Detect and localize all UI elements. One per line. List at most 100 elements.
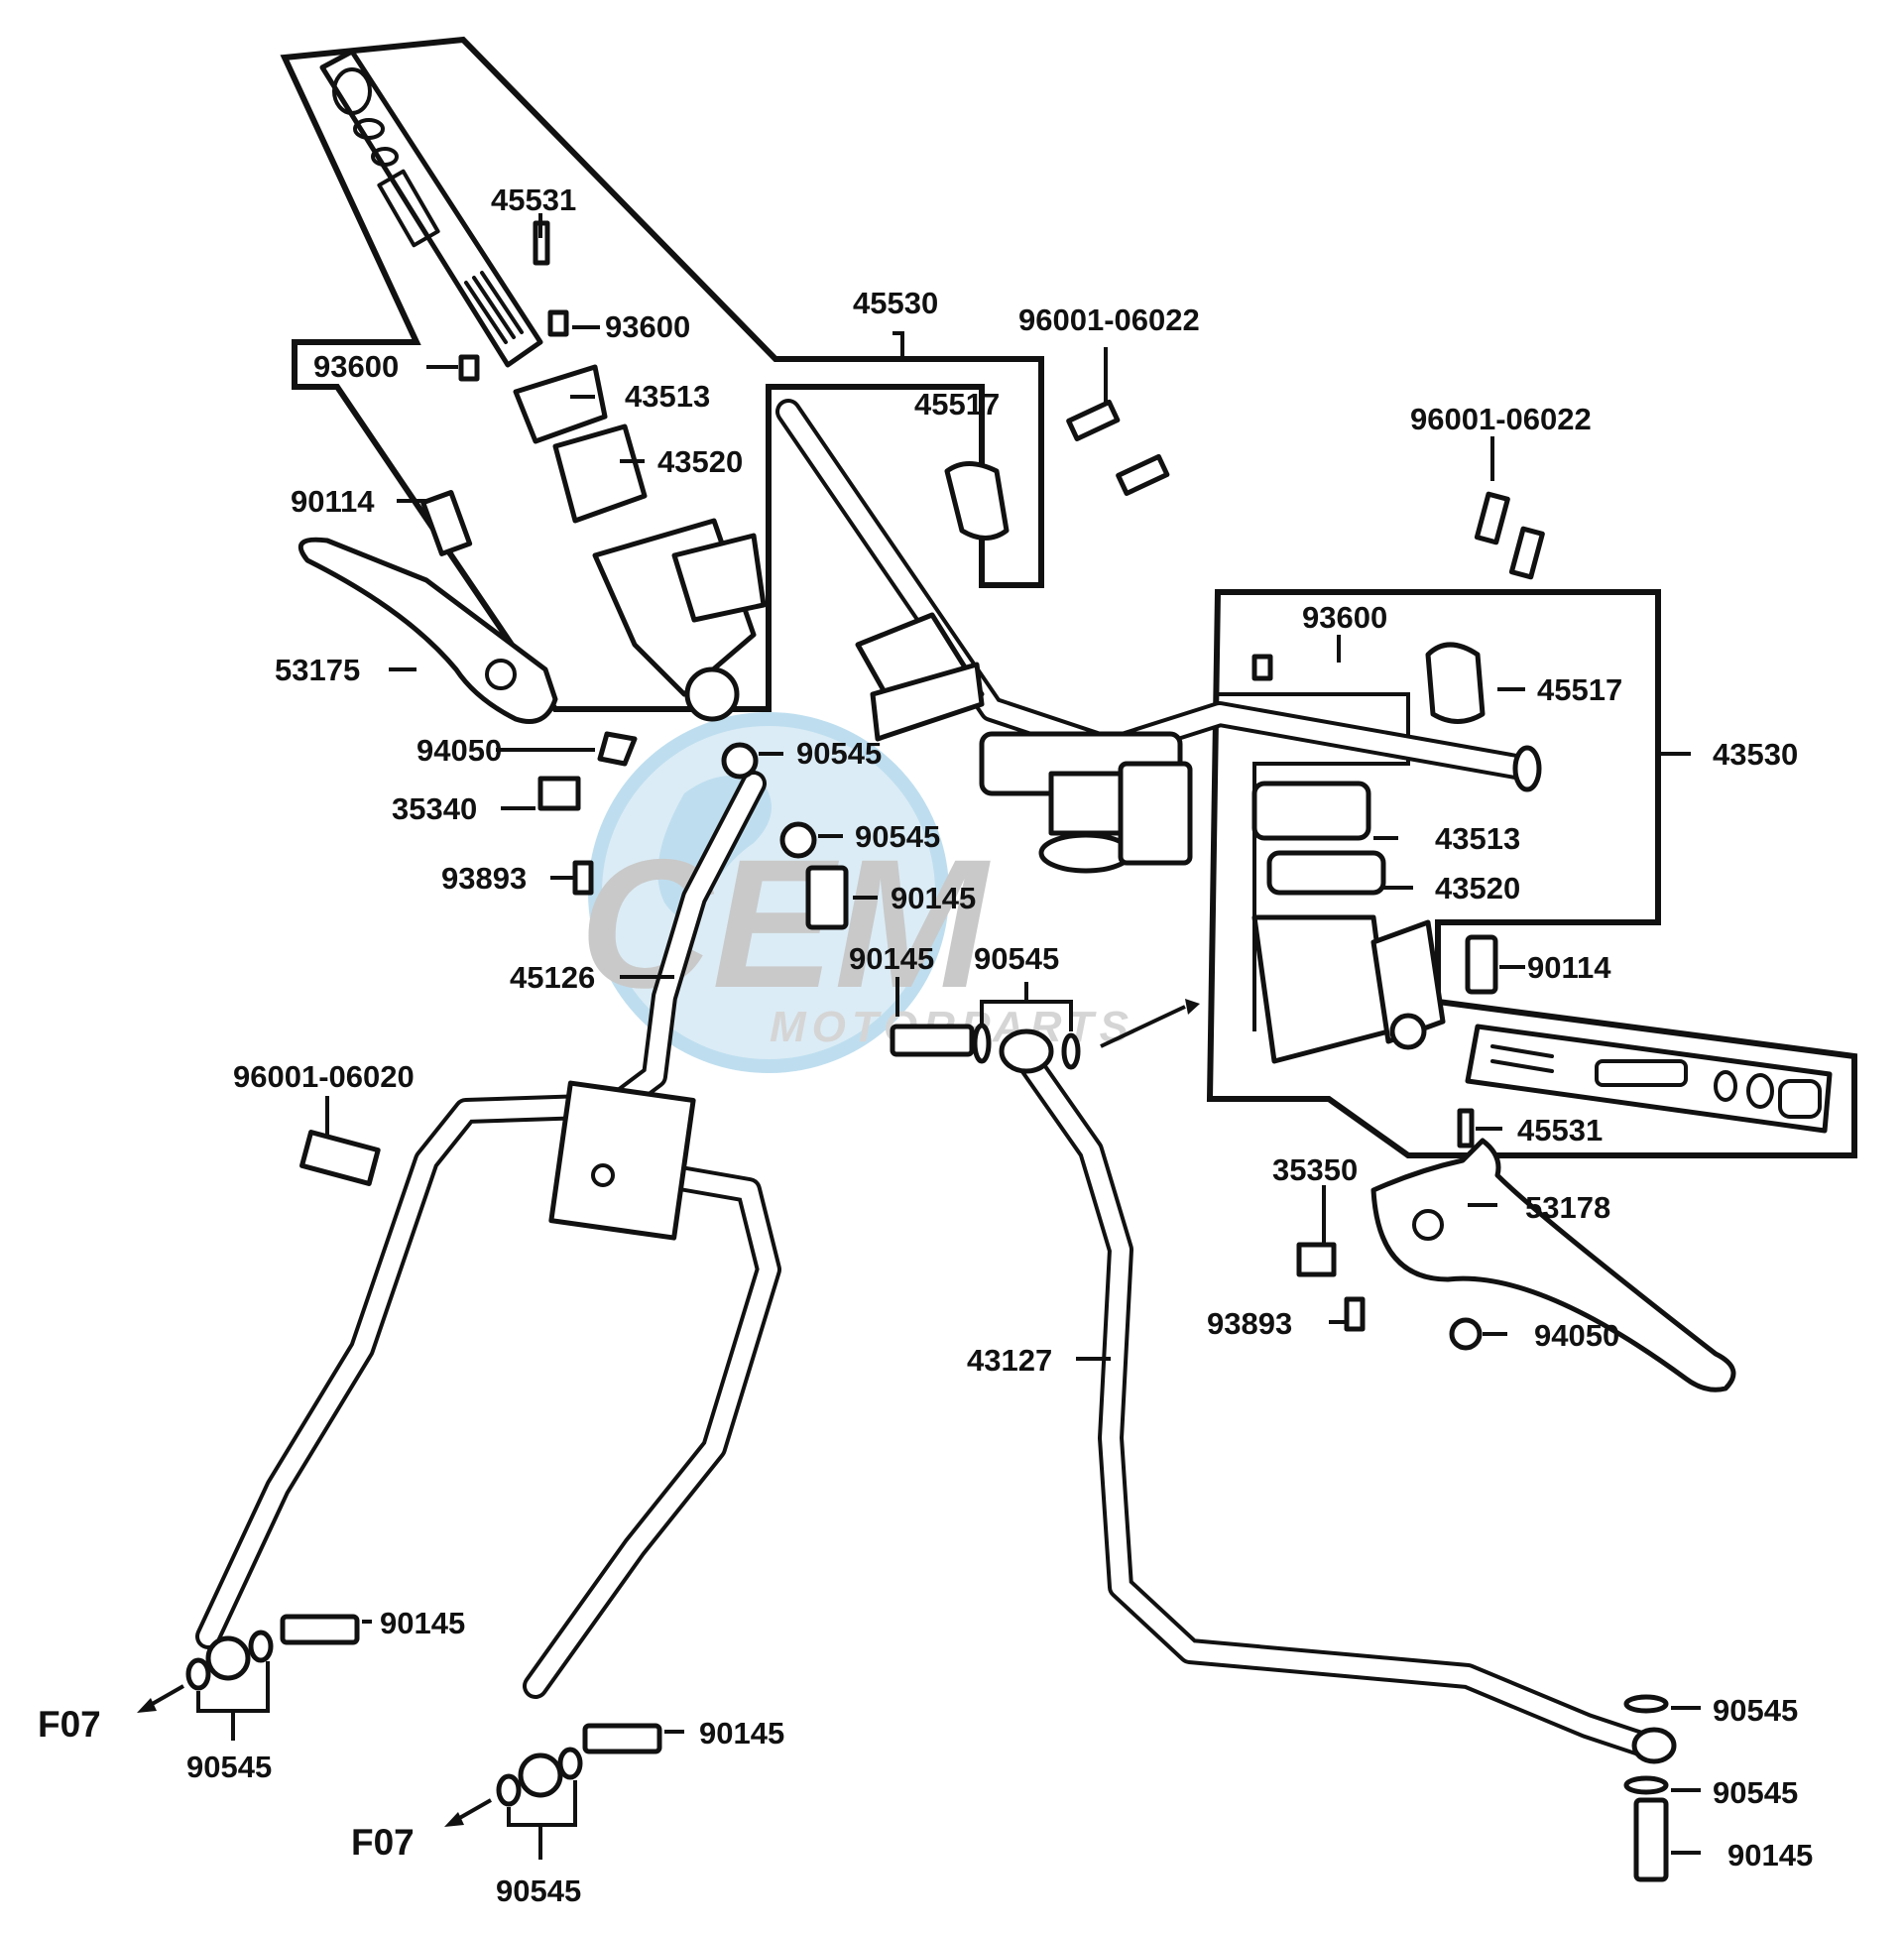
part-labels: 45531 93600 93600 45530 96001-06022 4351… — [38, 182, 1813, 1908]
banjo-left-1 — [205, 1635, 251, 1681]
handlebar — [775, 399, 1542, 874]
master-cylinder-right — [1251, 642, 1736, 1392]
label-90545-a: 90545 — [796, 736, 882, 771]
label-90545-f: 90545 — [496, 1873, 581, 1908]
nut-94050-left — [597, 731, 638, 767]
label-43127: 43127 — [967, 1343, 1052, 1378]
piston-kit-box-left — [319, 49, 543, 368]
leader-lines — [137, 213, 1701, 1860]
washer-90545-d1 — [185, 1657, 211, 1691]
label-45531-right: 45531 — [1517, 1113, 1603, 1148]
label-53175: 53175 — [275, 653, 360, 687]
bolt-90114-right — [1465, 934, 1498, 995]
cylinder-body-right — [1251, 914, 1391, 1064]
label-35350: 35350 — [1272, 1152, 1358, 1187]
clamp-45517-left — [944, 461, 1010, 541]
switch-35350 — [1296, 1242, 1337, 1277]
brake-lever-53175 — [298, 537, 558, 724]
bolt-96001-06022-a1 — [1066, 399, 1121, 442]
label-90545-e: 90545 — [1713, 1693, 1798, 1728]
label-90114-right: 90114 — [1527, 950, 1611, 985]
label-35340: 35340 — [392, 791, 477, 826]
label-96001-06020: 96001-06020 — [233, 1059, 415, 1094]
bolt-90145-d — [582, 1723, 662, 1754]
label-93600-right: 93600 — [1302, 600, 1387, 635]
master-cylinder-left — [298, 220, 767, 896]
switch-35340 — [537, 776, 581, 811]
label-45531-left: 45531 — [491, 182, 576, 217]
label-43530: 43530 — [1713, 737, 1798, 772]
clamp-45517-right — [1425, 642, 1486, 724]
piston-kit-parts-right — [1490, 1044, 1822, 1119]
label-43520-left: 43520 — [657, 444, 743, 479]
screw-93600-left-b — [458, 354, 480, 382]
label-90145-c: 90145 — [380, 1606, 465, 1640]
watermark-brand: CEM — [579, 822, 991, 1027]
diaphragm-43520-left — [552, 423, 648, 524]
bolt-96001-06022-b1 — [1474, 491, 1510, 545]
bolt-96001-06022-a2 — [1116, 453, 1170, 497]
label-90145-e: 90145 — [1727, 1838, 1813, 1873]
screw-93600-right — [1251, 654, 1273, 681]
screw-93893-right — [1344, 1296, 1366, 1332]
washer-90545-b — [779, 821, 817, 859]
banjo-fitting-43127 — [999, 1028, 1054, 1074]
banjo-left-2 — [518, 1752, 563, 1798]
label-90545-c: 90545 — [974, 941, 1059, 976]
washer-90545-f1 — [496, 1773, 522, 1807]
label-90145-a: 90145 — [891, 881, 976, 915]
bolt-90145-c — [280, 1614, 360, 1645]
frame-45530-left-master-cylinder — [280, 36, 1044, 712]
label-43513-left: 43513 — [625, 379, 710, 414]
reservoir-cap-43513-right — [1251, 781, 1371, 841]
reservoir-cap-43513-left — [513, 364, 608, 444]
banjo-right — [1631, 1727, 1677, 1764]
piston-kit-box-right — [1465, 1024, 1833, 1134]
bolt-90145-e — [1633, 1797, 1669, 1882]
washer-90545-e2 — [1623, 1775, 1669, 1795]
label-94050-right: 94050 — [1534, 1318, 1619, 1353]
label-90145-b: 90145 — [849, 941, 934, 976]
label-45126: 45126 — [510, 960, 595, 995]
bolt-90145-b — [890, 1024, 975, 1057]
frame-43530-right-master-cylinder — [1206, 589, 1857, 1158]
label-90145-d: 90145 — [699, 1716, 784, 1751]
washer-90545-e1 — [1623, 1694, 1669, 1714]
piston-kit-parts-left — [332, 67, 524, 344]
diaphragm-43520-right — [1266, 850, 1386, 896]
bolt-96001-06020 — [299, 1130, 381, 1186]
label-93600-left-1: 93600 — [605, 309, 690, 344]
frame-43530-inner — [1218, 692, 1410, 1031]
label-53178: 53178 — [1525, 1190, 1610, 1225]
label-96001-06022-b: 96001-06022 — [1410, 402, 1592, 436]
hose-45126-branch — [523, 1157, 781, 1699]
pin-45531-right — [1457, 1108, 1475, 1148]
label-93600-left-2: 93600 — [313, 349, 399, 384]
label-f07-b: F07 — [351, 1822, 415, 1863]
washer-90545-c2 — [1061, 1032, 1081, 1070]
screw-93600-left-a — [547, 309, 569, 337]
label-45530: 45530 — [853, 286, 938, 320]
bolt-90145-a — [805, 865, 849, 930]
label-90114-left: 90114 — [291, 484, 375, 519]
nut-94050-right — [1449, 1317, 1483, 1351]
label-90545-b: 90545 — [855, 819, 940, 854]
label-93893-left: 93893 — [441, 861, 527, 896]
label-43520-right: 43520 — [1435, 871, 1520, 906]
washer-90545-c1 — [972, 1023, 992, 1064]
label-93893-right: 93893 — [1207, 1306, 1292, 1341]
label-45517-right: 45517 — [1537, 672, 1622, 707]
hose-joint-block — [548, 1080, 696, 1241]
bolt-90114-left — [420, 489, 473, 556]
label-96001-06022-a: 96001-06022 — [1018, 302, 1200, 337]
screw-93893-left — [572, 860, 594, 896]
label-43513-right: 43513 — [1435, 821, 1520, 856]
label-f07-a: F07 — [38, 1704, 101, 1745]
label-90545-d: 90545 — [186, 1750, 272, 1784]
label-45517-left: 45517 — [914, 387, 1000, 422]
label-90545-g: 90545 — [1713, 1775, 1798, 1810]
label-94050-left: 94050 — [416, 733, 502, 768]
bolt-96001-06022-b2 — [1508, 526, 1545, 580]
brake-lever-53178 — [1370, 1138, 1736, 1392]
